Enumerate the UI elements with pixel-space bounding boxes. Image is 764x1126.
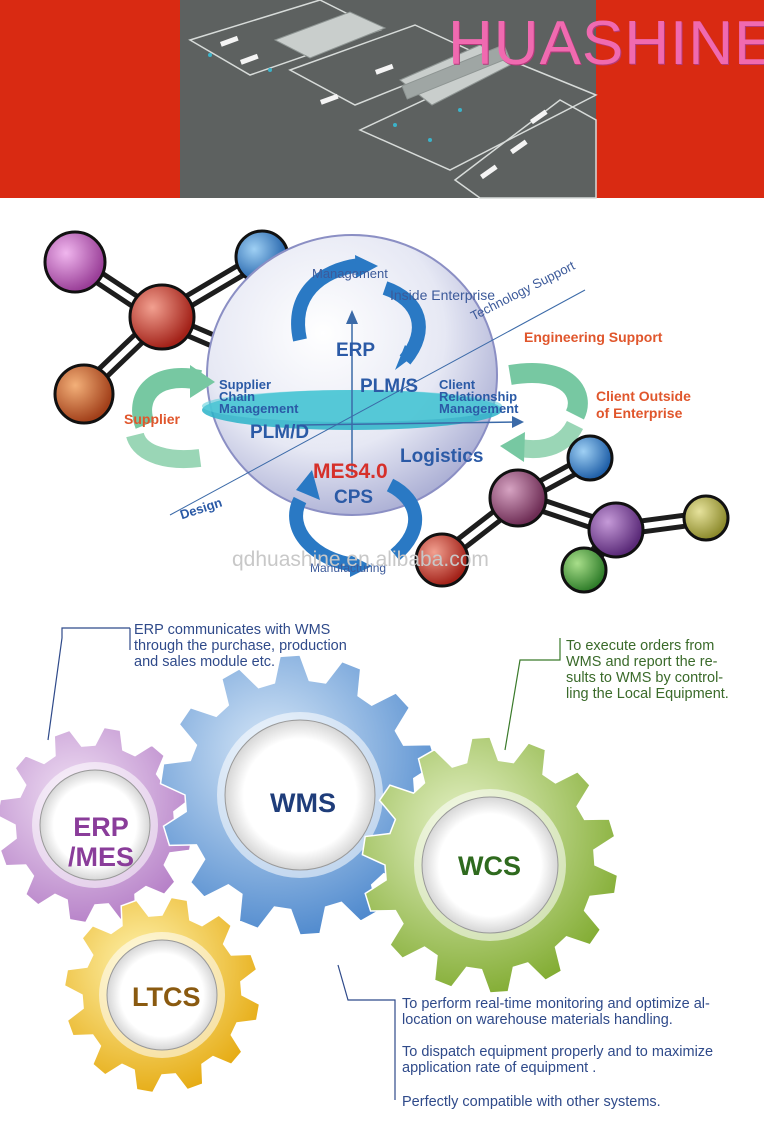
gear-wms-hub [224,719,376,871]
note-wms-2: To dispatch equipment properly and to ma… [402,1044,714,1076]
gear-ltcs-hub [106,939,218,1051]
label-logistics: Logistics [400,446,484,467]
note-wms-1: To perform real-time monitoring and opti… [402,996,710,1028]
note-wms-3: Perfectly compatible with other systems. [402,1094,661,1110]
enterprise-sphere-diagram [43,229,730,594]
gears-diagram [0,627,619,1100]
gear-wcs-hub [421,796,559,934]
label-plm-s: PLM/S [360,376,419,397]
molecule-icon-right [414,434,730,594]
warehouse-render-image [180,0,598,199]
label-mes: MES4.0 [313,460,388,483]
label-management: Management [312,266,388,281]
gear-label-erp-mes: ERP/MES [68,812,135,872]
watermark-text: qdhuashine.en.alibaba.com [232,548,489,571]
gear-label-ltcs: LTCS [132,982,201,1012]
label-cps: CPS [334,487,374,508]
label-plm-d: PLM/D [250,422,310,443]
warehouse-layout-graphic [188,0,598,199]
label-manufacturing: Manufacturing [310,561,387,575]
label-inside-enterprise: Inside Enterprise [390,287,496,303]
gear-erp-mes-hub [39,769,151,881]
gear-label-wcs: WCS [458,851,521,881]
label-supplier: Supplier [124,411,181,427]
gear-label-wms: WMS [270,788,336,818]
label-engineering-support: Engineering Support [524,329,663,345]
brand-title: HUASHINE [448,9,764,78]
label-erp: ERP [336,340,376,361]
